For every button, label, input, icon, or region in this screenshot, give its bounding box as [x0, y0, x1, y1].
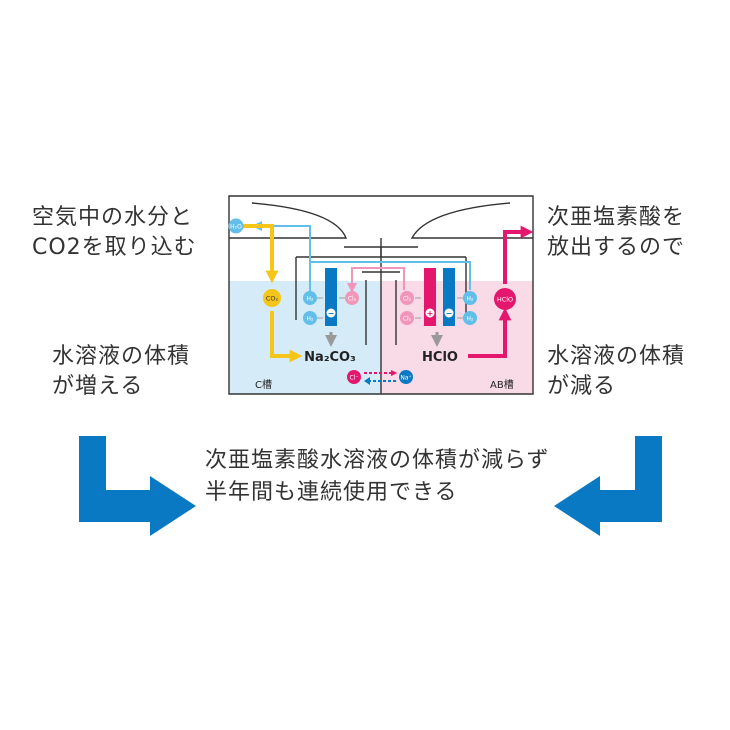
plus-sign: [425, 308, 435, 318]
svg-text:Cl₂: Cl₂: [348, 296, 357, 303]
right-mid-text-2: が減る: [547, 374, 617, 399]
minus-sign-right: [444, 308, 454, 318]
ab-tank-label: AB槽: [490, 378, 514, 391]
cl2-bubble-right-1: Cl₂: [400, 291, 414, 305]
product-hclo: HClO: [422, 350, 458, 365]
right-top-text-1: 次亜塩素酸を: [547, 205, 686, 230]
bottom-text-2: 半年間も連続使用できる: [205, 480, 458, 505]
na-migration-arrowhead: [364, 377, 370, 385]
cl2-bubble-right-2: Cl₂: [400, 311, 414, 325]
svg-text:H₂: H₂: [307, 296, 315, 303]
right-mid-text-1: 水溶液の体積: [547, 344, 686, 369]
left-top-text-1: 空気中の水分と: [32, 205, 194, 230]
tank-outline: [228, 195, 534, 395]
svg-text:CO₂: CO₂: [266, 295, 279, 303]
minus-sign-left: [326, 308, 336, 318]
right-top-text-2: 放出するので: [547, 235, 686, 260]
h2-bubble-right-2: H₂: [463, 311, 477, 325]
svg-text:Cl₂: Cl₂: [403, 316, 412, 323]
product-na2co3: Na₂CO₃: [304, 350, 356, 365]
right-flow-arrow: [554, 436, 662, 536]
svg-text:H₂: H₂: [307, 316, 315, 323]
left-mid-text-2: が増える: [52, 374, 144, 399]
hclo-bubble: HClO: [494, 288, 516, 310]
left-flow-arrow: [79, 436, 196, 536]
left-top-text-2: CO2を取り込む: [32, 235, 197, 260]
gas-lines: [252, 221, 471, 294]
minus-label-right: −: [446, 309, 453, 318]
svg-text:H₂: H₂: [467, 296, 475, 303]
plus-label: +: [427, 309, 434, 318]
left-mid-text-1: 水溶液の体積: [52, 344, 191, 369]
hclo-release-arrow: [503, 225, 534, 284]
reaction-arrows: [317, 297, 463, 319]
h2-bubble-right-1: H₂: [463, 291, 477, 305]
c-tank-label: C槽: [255, 378, 272, 391]
minus-label-left: −: [328, 309, 335, 318]
cl-ion: Cl⁻: [347, 370, 361, 384]
svg-text:Na⁺: Na⁺: [400, 375, 411, 382]
svg-text:H₂O: H₂O: [230, 224, 242, 231]
h2-bubble-left-1: H₂: [303, 291, 317, 305]
h2o-bubble-top: H₂O: [228, 218, 244, 234]
bottom-text-1: 次亜塩素酸水溶液の体積が減らず: [205, 448, 550, 473]
hclo-flow-arrow: [468, 307, 512, 358]
cl2-bubble-left: Cl₂: [345, 291, 359, 305]
svg-text:Cl₂: Cl₂: [403, 296, 412, 303]
co2-flow-arrow: [230, 224, 303, 363]
na-ion: Na⁺: [399, 370, 413, 384]
svg-text:Cl⁻: Cl⁻: [349, 375, 358, 382]
svg-text:HClO: HClO: [497, 296, 513, 304]
svg-text:H₂: H₂: [467, 316, 475, 323]
h2-bubble-left-2: H₂: [303, 311, 317, 325]
co2-bubble: CO₂: [263, 289, 281, 307]
